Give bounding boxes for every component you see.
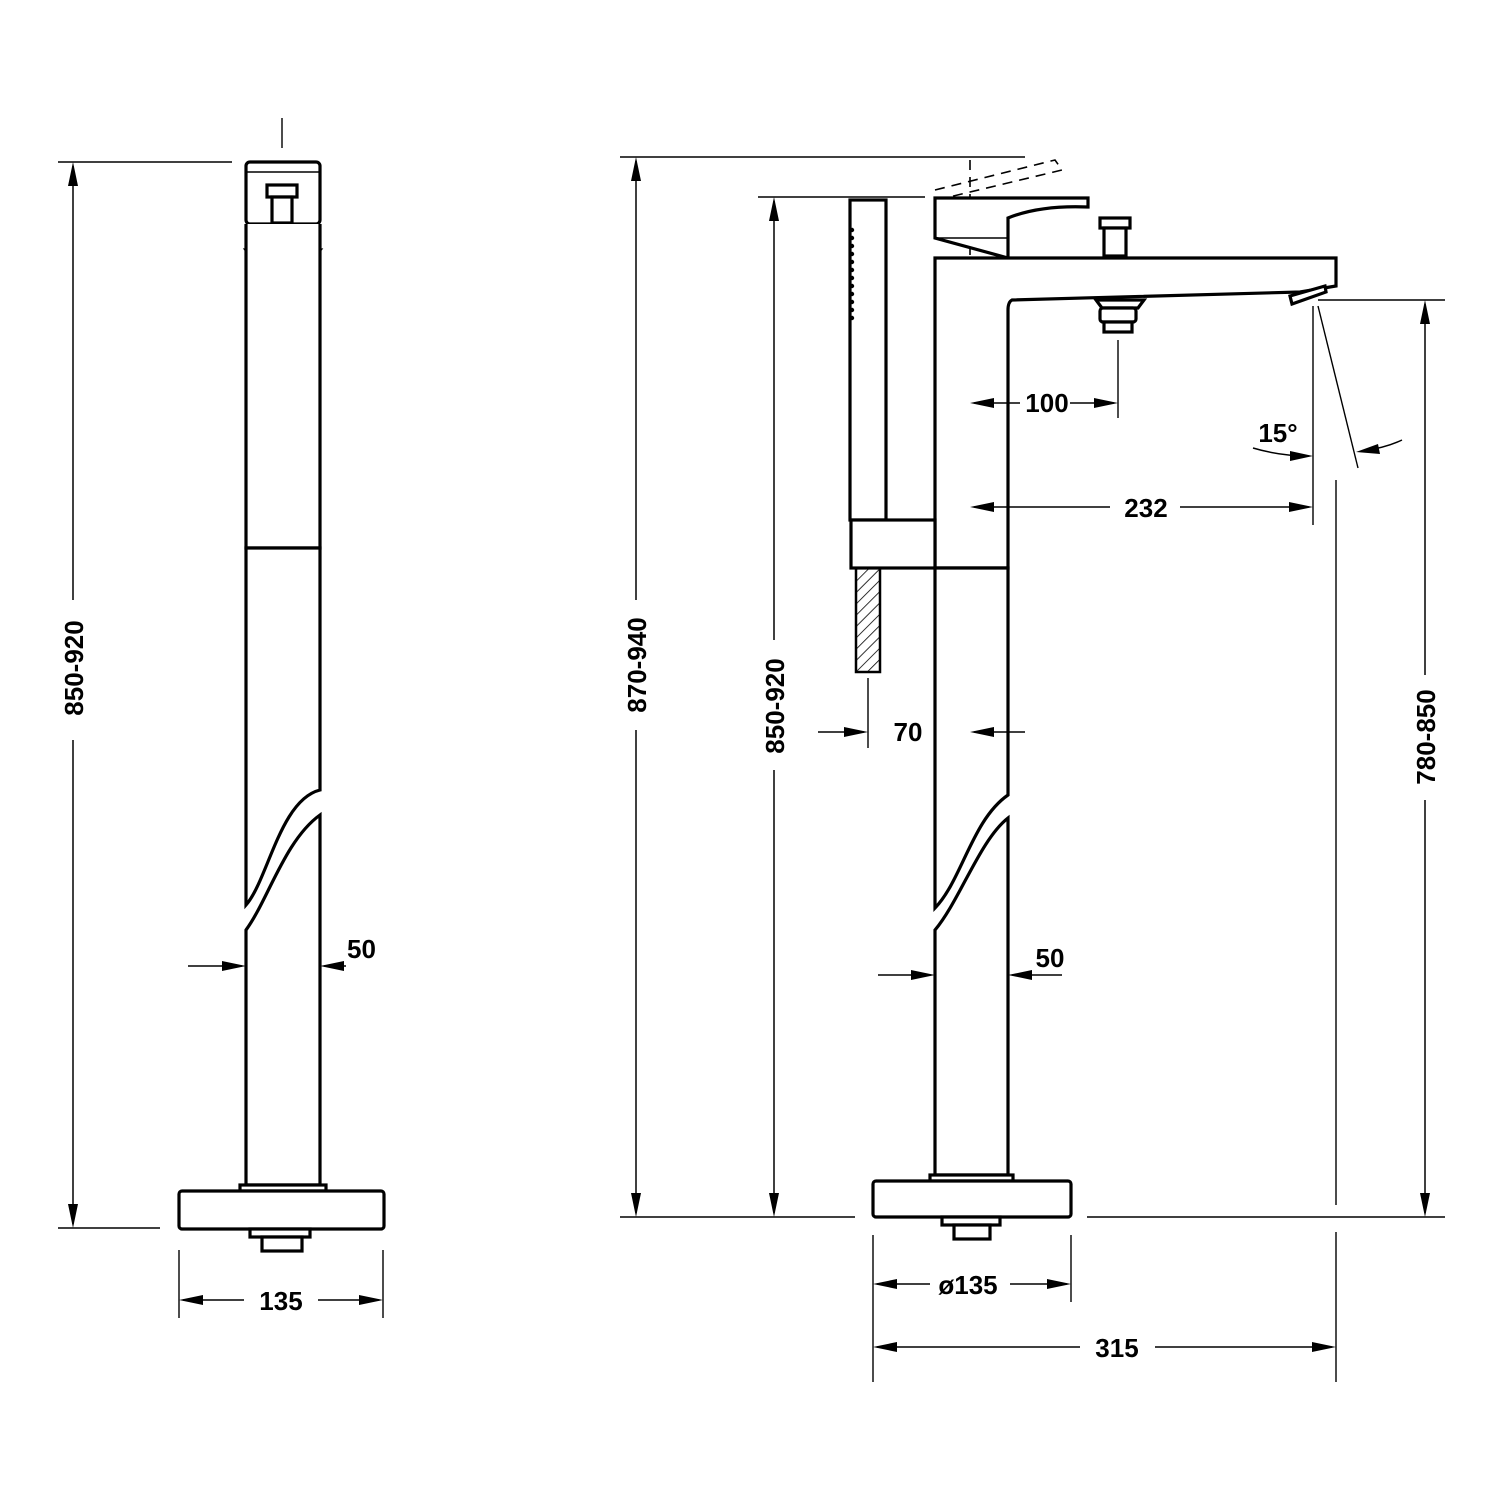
front-diverter-bottom	[1092, 298, 1148, 334]
side-pipe-upper	[244, 224, 322, 550]
front-shower-hose	[854, 566, 882, 674]
front-shower-offset-label: 70	[894, 717, 923, 747]
front-base-diameter-dimension: ø135	[872, 1235, 1072, 1382]
front-spout-tip	[1288, 283, 1328, 307]
front-spout-height-label: 780-850	[1411, 689, 1441, 784]
front-spout-angle-label: 15°	[1258, 418, 1297, 448]
side-view: 850-920 50 135	[58, 118, 386, 1318]
side-base-width-dimension: 135	[178, 1250, 384, 1318]
front-shower-holder	[849, 518, 937, 570]
front-total-width-label: 315	[1095, 1333, 1138, 1363]
front-spout-reach-dimension: 232	[970, 493, 1313, 523]
side-pipe-lower	[244, 546, 322, 910]
front-shower-offset-dimension: 70	[818, 678, 1025, 748]
front-base-diameter-label: ø135	[938, 1270, 997, 1300]
front-base	[871, 1173, 1073, 1241]
side-height-label: 850-920	[59, 620, 89, 715]
front-total-width-dimension: 315	[873, 1333, 1336, 1363]
front-total-height-dimension: 870-940	[622, 157, 652, 1217]
side-pipe-width-dimension: 50	[188, 934, 376, 971]
front-pipe-width-label: 50	[1036, 943, 1065, 973]
front-mixer-head	[933, 196, 1090, 261]
front-diverter-offset-dimension: 100	[970, 340, 1119, 418]
side-pipe-bottom	[244, 811, 322, 1187]
side-height-dimension: 850-920	[59, 162, 89, 1228]
front-pipe-upper	[933, 566, 1010, 912]
front-spout-height-dimension: 780-850	[1411, 300, 1441, 1217]
front-spout-angle-dimension: 15°	[1252, 305, 1403, 525]
front-hand-shower	[848, 198, 888, 522]
front-shower-height-label: 850-920	[760, 658, 790, 753]
front-total-height-label: 870-940	[622, 617, 652, 712]
front-lever-raised	[934, 159, 1064, 199]
front-pipe-lower	[933, 814, 1010, 1177]
front-view: 870-940 850-920 780-850 100	[620, 156, 1445, 1382]
front-diverter-top	[1098, 216, 1132, 258]
front-shower-height-dimension: 850-920	[760, 197, 790, 1217]
shower-nozzle-dots	[849, 227, 855, 321]
side-base	[177, 1183, 386, 1253]
front-diverter-offset-label: 100	[1025, 388, 1068, 418]
front-pipe-width-dimension: 50	[878, 943, 1064, 980]
side-pipe-width-label: 50	[347, 934, 376, 964]
front-spout-reach-label: 232	[1124, 493, 1167, 523]
side-base-width-label: 135	[259, 1286, 302, 1316]
